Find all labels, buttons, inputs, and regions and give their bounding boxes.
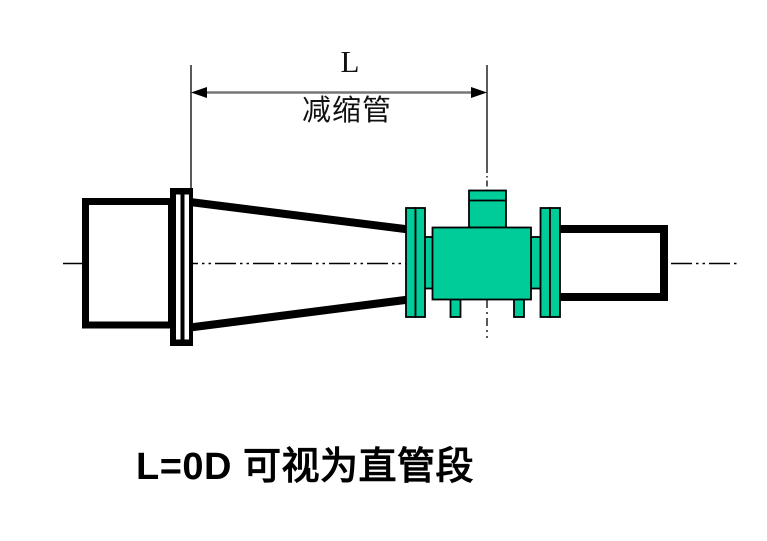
- flowmeter-flange-right-plate: [549, 207, 561, 318]
- caption: L=0D 可视为直管段: [136, 446, 475, 488]
- flowmeter-leg-left: [449, 298, 462, 318]
- dimension-arrowhead-right: [471, 87, 487, 98]
- reducer-cone-top-line: [189, 198, 410, 234]
- flowmeter-neck-right: [530, 236, 542, 290]
- dimension-label: L: [340, 44, 360, 79]
- pipe-flange: [170, 188, 193, 346]
- flowmeter: [405, 189, 561, 318]
- flowmeter-flange-left-plate: [405, 207, 417, 318]
- flowmeter-flange-left-plate: [414, 207, 426, 318]
- flowmeter-leg-right: [513, 298, 525, 318]
- upstream-pipe: [82, 198, 175, 329]
- pipe-flange-stripe: [184, 194, 189, 340]
- flowmeter-junction-box: [468, 189, 507, 229]
- downstream-pipe: [560, 225, 668, 301]
- reducer-cone-bottom-line: [189, 295, 410, 332]
- reducer-label: 减缩管: [301, 95, 393, 127]
- pipe-flange-stripe: [176, 194, 181, 340]
- flowmeter-body: [431, 226, 532, 301]
- flowmeter-flange-right-plate: [539, 207, 551, 318]
- dimension-arrowhead-left: [191, 87, 207, 98]
